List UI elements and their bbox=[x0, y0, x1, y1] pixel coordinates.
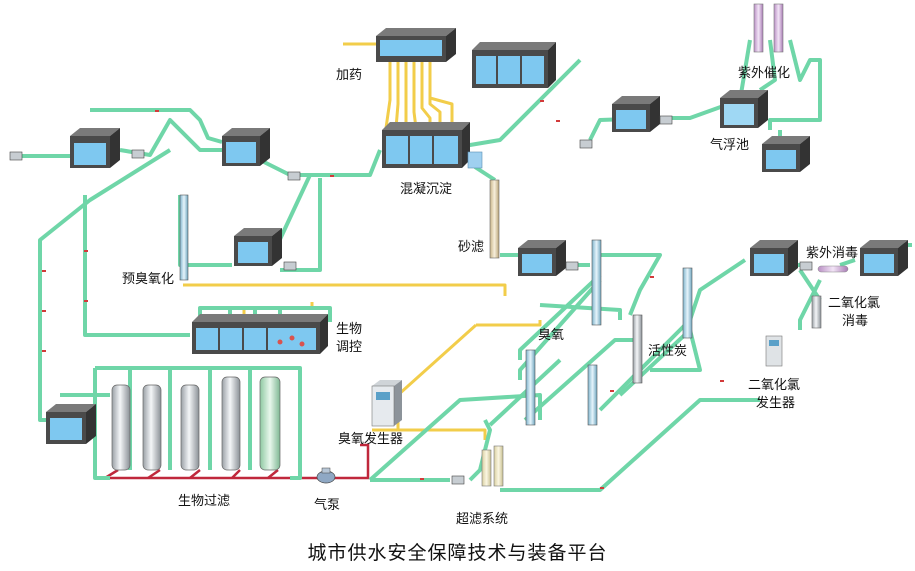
label-clo2-generator-2: 发生器 bbox=[756, 396, 796, 411]
label-uv-catalysis: 紫外催化 bbox=[738, 66, 791, 81]
label-bio-control-1: 生物 bbox=[336, 322, 363, 337]
ozone-generator bbox=[371, 380, 402, 427]
tank-top-coag bbox=[472, 42, 556, 88]
column-clo2 bbox=[811, 295, 822, 329]
bio-filter-columns bbox=[111, 376, 281, 471]
column-ac-3 bbox=[587, 364, 598, 426]
label-sand-filter: 砂滤 bbox=[458, 240, 485, 255]
tank-bio-control bbox=[192, 314, 328, 354]
label-pre-ozone: 预臭氧化 bbox=[122, 272, 175, 287]
tank-2 bbox=[222, 128, 270, 166]
label-ozone: 臭氧 bbox=[538, 328, 565, 343]
label-bio-control-2: 调控 bbox=[336, 340, 363, 355]
tank-daf bbox=[720, 90, 768, 128]
label-clo2-disinfect-1: 二氧化氯 bbox=[828, 296, 881, 311]
tank-intake bbox=[70, 128, 120, 168]
air-pipes bbox=[104, 443, 370, 480]
air-pump bbox=[316, 467, 336, 484]
tank-coag-sed bbox=[382, 122, 470, 168]
label-uv-disinfect: 紫外消毒 bbox=[806, 246, 859, 261]
pipe-valve-markers bbox=[42, 100, 724, 489]
dosing-pipes bbox=[183, 42, 542, 440]
label-daf: 气浮池 bbox=[710, 138, 750, 153]
tank-3 bbox=[234, 228, 282, 266]
tank-dosing bbox=[376, 28, 456, 62]
column-ac-2 bbox=[632, 314, 643, 384]
column-ozone bbox=[525, 349, 536, 426]
tank-sand bbox=[518, 240, 566, 276]
pumps bbox=[9, 115, 813, 485]
diagram-title: 城市供水安全保障技术与装备平台 bbox=[307, 542, 608, 564]
column-pre-ozone bbox=[179, 194, 189, 281]
label-clo2-generator-1: 二氧化氯 bbox=[748, 378, 801, 393]
column-mix bbox=[591, 239, 602, 326]
label-bio-filter: 生物过滤 bbox=[178, 494, 231, 509]
tank-bio-filter-feed bbox=[46, 404, 96, 444]
label-ozone-generator: 臭氧发生器 bbox=[338, 432, 404, 447]
label-activated-carbon: 活性炭 bbox=[648, 344, 688, 359]
tank-uv-in bbox=[750, 240, 798, 276]
dosing-box bbox=[467, 151, 483, 169]
uv-lamp bbox=[817, 265, 849, 273]
column-sand-filter bbox=[489, 179, 500, 259]
column-uv-catalysis bbox=[753, 3, 784, 53]
tank-daf-in bbox=[612, 96, 660, 132]
label-dosing: 加药 bbox=[336, 68, 363, 83]
tank-uv-out bbox=[860, 240, 908, 276]
column-ac-1 bbox=[682, 267, 693, 339]
label-clo2-disinfect-2: 消毒 bbox=[842, 314, 869, 329]
uf-membranes bbox=[481, 445, 504, 487]
label-air-pump: 气泵 bbox=[314, 498, 341, 513]
label-uf: 超滤系统 bbox=[456, 512, 509, 527]
tank-daf-out bbox=[762, 136, 810, 172]
label-coag-sed: 混凝沉淀 bbox=[400, 182, 453, 197]
clo2-generator bbox=[765, 335, 783, 367]
